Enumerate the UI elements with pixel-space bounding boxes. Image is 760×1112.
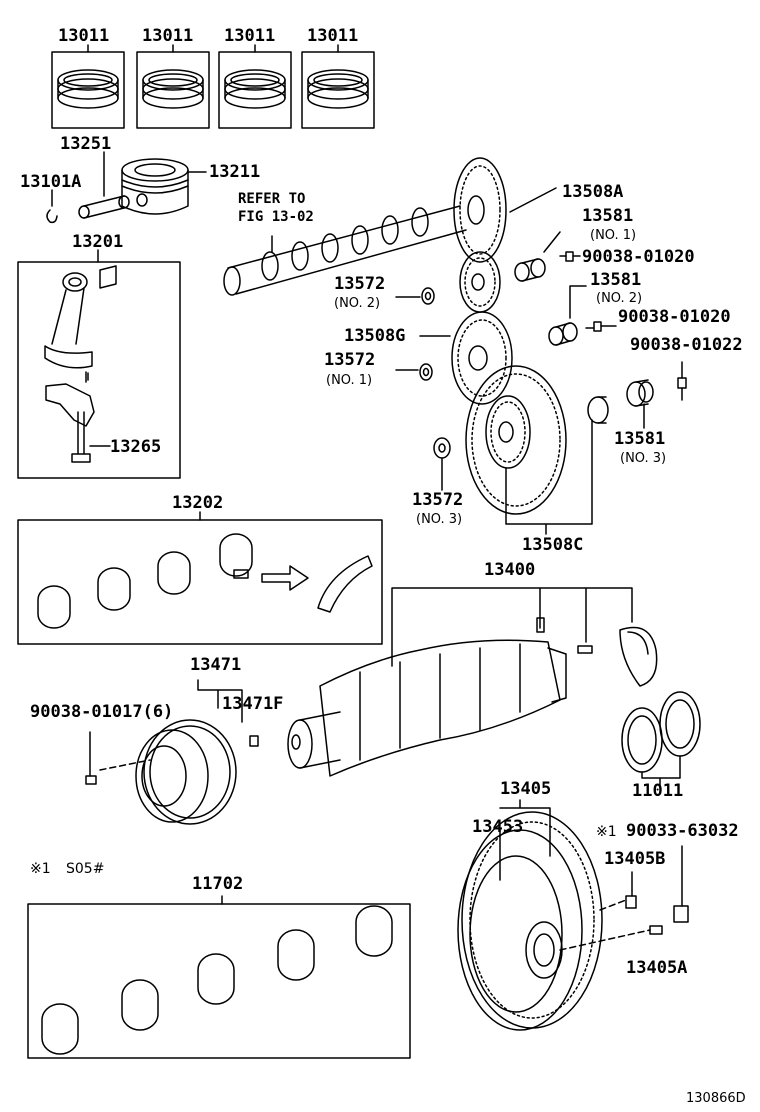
footnote-text: S05#: [66, 861, 105, 877]
cam-gear-g-drawing: [420, 312, 512, 404]
cam-gear-a-drawing: [454, 158, 556, 262]
part-number-piston-ring-1: 13011: [58, 26, 110, 46]
thrust-plate-no1-drawing: [396, 364, 432, 380]
ring-leaders: [88, 45, 338, 52]
bolt-a-drawing: [560, 252, 580, 261]
part-number-bushing-no3: 13581: [614, 429, 666, 449]
part-number-bolt-a: 90038-01020: [582, 247, 695, 267]
part-number-bolt-c: 90038-01022: [630, 335, 743, 355]
part-number-flywheel: 13405: [500, 779, 552, 799]
rod-bearings-box: [18, 512, 382, 644]
thrust-plate-no2-drawing: [396, 288, 434, 304]
snap-ring-drawing: [47, 190, 57, 222]
connecting-rod-drawing: [45, 266, 116, 462]
part-number-rod-bearings: 13202: [172, 493, 224, 513]
thrust-plate-no2-qualifier: (NO. 2): [334, 296, 381, 311]
thrust-washers-drawing: [622, 692, 700, 786]
part-number-pulley: 13471: [190, 655, 242, 675]
footnote-mark: ※1: [30, 861, 51, 877]
bolt-c-drawing: [678, 362, 686, 400]
part-number-bushing-no1: 13581: [582, 206, 634, 226]
thrust-plate-no1-qualifier: (NO. 1): [326, 373, 373, 388]
part-number-piston-ring-2: 13011: [142, 26, 194, 46]
piston-ring-set-2: [137, 52, 209, 128]
piston-drawing: [122, 159, 206, 214]
part-number-conrod-bolt: 13265: [110, 437, 162, 457]
part-number-ring-gear: 13453: [472, 817, 524, 837]
part-number-thrust-washers: 11011: [632, 781, 684, 801]
thrust-plate-no3-drawing: [434, 438, 450, 490]
bushing-no1-drawing: [515, 232, 560, 281]
bushing-no1-qualifier: (NO. 1): [590, 228, 637, 243]
part-number-piston-pin: 13251: [60, 134, 112, 154]
part-number-pulley-key: 13471F: [222, 694, 284, 714]
piston-ring-set-1: [52, 52, 124, 128]
part-number-main-bearings: 11702: [192, 874, 244, 894]
thrust-plate-no3-qualifier: (NO. 3): [416, 512, 463, 527]
crankshaft-drawing: [288, 588, 657, 776]
figure-id: 130866D: [686, 1091, 746, 1106]
cam-gear-c-drawing: [466, 366, 592, 534]
main-bearings-box: [28, 896, 410, 1058]
pulley-drawing: [86, 680, 258, 824]
part-number-cam-gear-g: 13508G: [344, 326, 406, 346]
part-number-thrust-plate-no3: 13572: [412, 490, 464, 510]
bolt-d-note-mark: ※1: [596, 824, 617, 840]
refer-note-line2: FIG 13-02: [238, 209, 314, 225]
camshaft-drawing: [224, 206, 466, 295]
bushing-no3-drawing: [588, 397, 608, 423]
part-number-piston-ring-3: 13011: [224, 26, 276, 46]
bushing-no3-flanged-drawing: [627, 380, 653, 428]
part-number-cam-gear-c: 13508C: [522, 535, 584, 555]
connecting-rod-box: [18, 250, 180, 478]
piston-ring-set-4: [302, 52, 374, 128]
part-number-crankshaft: 13400: [484, 560, 536, 580]
part-number-bolt-b: 90038-01020: [618, 307, 731, 327]
part-number-thrust-plate-no2: 13572: [334, 274, 386, 294]
bushing-no2-qualifier: (NO. 2): [596, 291, 643, 306]
part-number-thrust-plate-no1: 13572: [324, 350, 376, 370]
part-number-cam-gear-a: 13508A: [562, 182, 624, 202]
piston-pin-drawing: [79, 152, 129, 218]
cam-gear-small-drawing: [460, 252, 500, 312]
part-number-flywheel-pin: 13405A: [626, 958, 688, 978]
part-number-bushing-no2: 13581: [590, 270, 642, 290]
part-number-piston-ring-4: 13011: [307, 26, 359, 46]
flywheel-drawing: [458, 800, 688, 1030]
refer-note-line1: REFER TO: [238, 191, 306, 207]
part-number-piston: 13211: [209, 162, 261, 182]
part-number-bolt-d: 90033-63032: [626, 821, 739, 841]
part-number-flywheel-bolt: 13405B: [604, 849, 666, 869]
bolt-b-drawing: [586, 322, 616, 331]
part-number-pulley-bolt: 90038-01017(6): [30, 702, 174, 722]
part-number-connecting-rod: 13201: [72, 232, 124, 252]
piston-ring-set-3: [219, 52, 291, 128]
bushing-no3-qualifier: (NO. 3): [620, 451, 667, 466]
bushing-no2-drawing: [549, 286, 586, 345]
part-number-snap-ring: 13101A: [20, 172, 82, 192]
